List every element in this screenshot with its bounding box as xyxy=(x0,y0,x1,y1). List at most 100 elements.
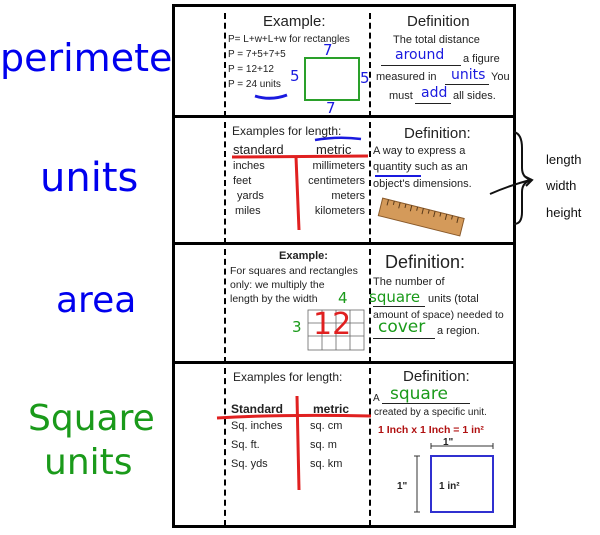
label-3: 3 xyxy=(292,318,302,336)
metric-item: sq. cm xyxy=(310,420,343,432)
blue-underline-mark xyxy=(314,136,362,142)
label-4: 4 xyxy=(338,289,348,307)
definition-title: Definition: xyxy=(403,368,470,385)
formula: 1 Inch x 1 Inch = 1 in² xyxy=(378,424,484,436)
example-title: Example: xyxy=(279,250,328,262)
side-word-height: height xyxy=(546,205,582,220)
ruler-icon xyxy=(377,197,465,237)
standard-item: Sq. inches xyxy=(231,420,283,432)
fill-add: add xyxy=(421,85,448,101)
metric-item: centimeters xyxy=(308,175,365,187)
standard-item: feet xyxy=(233,175,252,187)
blank-line xyxy=(381,65,461,66)
example-line: only: we multiply the xyxy=(230,279,325,291)
blue-underline-mark xyxy=(254,93,288,100)
fill-cover: cover xyxy=(378,317,426,337)
example-title: Example: xyxy=(263,13,326,30)
square-dimension-figure xyxy=(414,443,494,513)
example-title: Examples for length: xyxy=(232,124,342,138)
example-line: length by the width xyxy=(230,293,318,305)
word-units: units xyxy=(40,155,139,201)
example-line: P = 24 units xyxy=(228,79,281,90)
blank-line xyxy=(373,338,435,339)
metric-item: sq. m xyxy=(310,439,337,451)
divider-left xyxy=(224,368,226,526)
definition-line-2: created by a specific unit. xyxy=(374,407,487,418)
divider-left xyxy=(224,13,226,117)
definition-line-1: The total distance xyxy=(393,34,480,46)
panel-perimeter: Example: P= L+w+L+w for rectangles P = 7… xyxy=(172,4,516,118)
divider-middle xyxy=(369,122,371,244)
example-title: Examples for length: xyxy=(233,370,343,384)
metric-item: meters xyxy=(331,190,365,202)
label-12: 12 xyxy=(313,307,352,342)
panel-area: Example: For squares and rectangles only… xyxy=(172,242,516,364)
word-area: area xyxy=(56,280,137,321)
definition-line-3: measured in xyxy=(376,71,437,83)
standard-item: yards xyxy=(237,190,264,202)
definition-line: quantity such as an xyxy=(373,161,468,173)
fill-around: around xyxy=(395,47,445,63)
divider-middle xyxy=(369,13,371,117)
example-line: For squares and rectangles xyxy=(230,265,358,277)
example-line: P = 12+12 xyxy=(228,64,274,75)
panel-units: Examples for length: standard metric inc… xyxy=(172,115,516,245)
definition-title: Definition xyxy=(407,13,470,30)
metric-item: sq. km xyxy=(310,458,343,470)
rect-label-top: 7 xyxy=(323,41,333,59)
definition-line-3-tail: You xyxy=(491,71,510,83)
col-metric: metric xyxy=(313,402,350,416)
blank-line xyxy=(445,84,489,85)
word-perimeter: perimeter xyxy=(0,36,188,80)
blank-line xyxy=(373,306,425,307)
rect-label-right: 5 xyxy=(360,69,370,87)
brace-bracket-icon xyxy=(489,131,534,225)
red-t-chart xyxy=(216,395,372,491)
standard-item: Sq. yds xyxy=(231,458,268,470)
definition-line-2: units (total xyxy=(428,293,479,305)
definition-line: A way to express a xyxy=(373,145,466,157)
divider-left xyxy=(224,122,226,244)
divider-left xyxy=(224,249,226,363)
standard-item: inches xyxy=(233,160,265,172)
fill-square: square xyxy=(369,288,421,306)
col-standard: standard xyxy=(233,142,284,157)
inner-label: 1 in² xyxy=(439,481,460,492)
divider-middle xyxy=(369,249,371,363)
side-word-length: length xyxy=(546,152,582,167)
definition-a: A xyxy=(373,393,380,404)
rect-label-left: 5 xyxy=(290,67,300,85)
side-word-width: width xyxy=(546,178,577,193)
blue-underline-mark xyxy=(375,175,421,177)
definition-title: Definition: xyxy=(404,125,471,142)
rectangle-figure xyxy=(304,57,360,101)
definition-line-4: must xyxy=(389,90,413,102)
word-square: Square xyxy=(28,398,155,439)
example-line: P = 7+5+7+5 xyxy=(228,49,286,60)
definition-line-1: The number of xyxy=(373,276,445,288)
standard-item: miles xyxy=(235,205,261,217)
metric-item: kilometers xyxy=(314,205,365,217)
col-standard: Standard xyxy=(231,402,284,416)
definition-line-4-tail: all sides. xyxy=(453,90,496,102)
red-t-chart xyxy=(231,154,369,231)
standard-item: Sq. ft. xyxy=(231,439,260,451)
definition-line-2: a figure xyxy=(463,53,500,65)
blank-line xyxy=(382,403,470,404)
word-square-units: units xyxy=(44,442,133,483)
dimension-left: 1" xyxy=(397,481,408,492)
col-metric: metric xyxy=(316,142,352,157)
definition-line-3: amount of space) needed to xyxy=(373,309,504,321)
blank-line xyxy=(415,103,451,104)
fill-square: square xyxy=(390,384,448,404)
panel-square-units: Examples for length: Standard metric Sq.… xyxy=(172,361,516,528)
example-line: P= L+w+L+w for rectangles xyxy=(228,34,350,45)
dimension-top: 1" xyxy=(443,437,454,448)
metric-item: millimeters xyxy=(312,160,365,172)
divider-middle xyxy=(369,368,371,526)
fill-units: units xyxy=(451,67,486,83)
rect-label-bottom: 7 xyxy=(326,99,336,117)
definition-title: Definition: xyxy=(385,252,466,272)
definition-line-4: a region. xyxy=(437,325,480,337)
definition-line: object's dimensions. xyxy=(373,178,472,190)
